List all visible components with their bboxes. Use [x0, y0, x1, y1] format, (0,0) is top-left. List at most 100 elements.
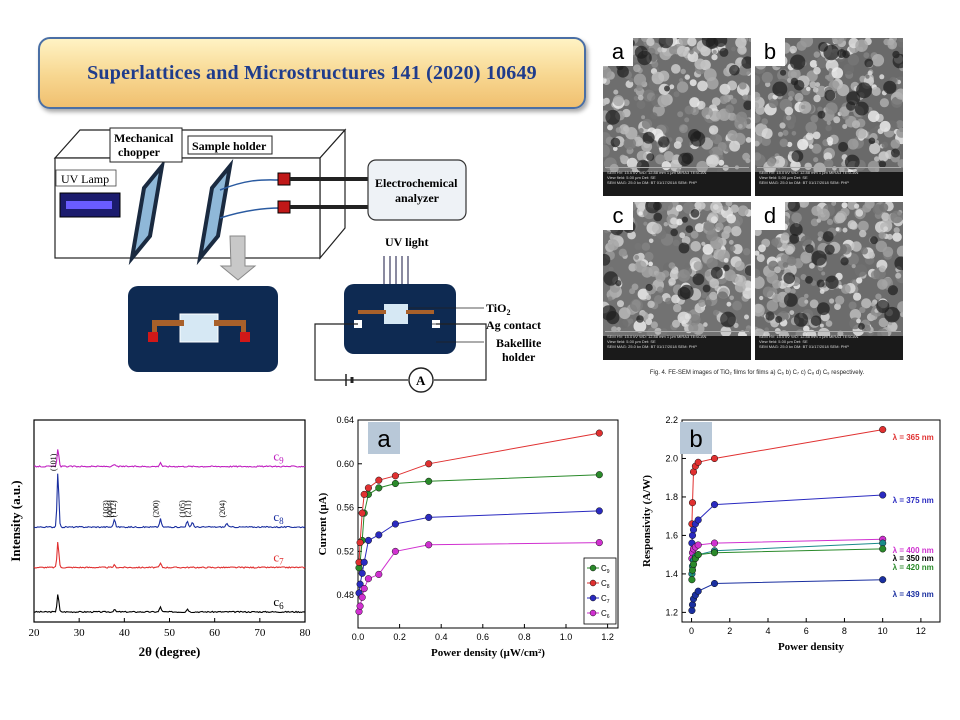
xrd-peak-annotation: (103) [101, 500, 110, 518]
cur-data-point [595, 539, 603, 547]
xrd-series-label: c6 [273, 594, 284, 611]
cur-data-point [364, 575, 372, 583]
resp-ytick-label: 1.6 [665, 530, 678, 540]
cur-data-point [356, 539, 364, 547]
connector-lower [277, 200, 291, 214]
sample-holder-label: Sample holder [192, 139, 267, 153]
ag-contact-left [152, 320, 184, 326]
resp-data-point [688, 499, 697, 507]
cur-ylabel: Current (µA) [318, 492, 329, 555]
uv-lamp-label-box [55, 169, 117, 187]
resp-series-label: λ = 375 nm [893, 496, 934, 505]
current-legend-marker [589, 609, 597, 617]
resp-series-line [691, 494, 883, 544]
cur-data-point [425, 460, 433, 468]
resp-plot-frame [681, 419, 941, 623]
mechanical-chopper [128, 158, 166, 266]
setup-schematic: UV Lamp Mechanical chopper Sample holder… [53, 127, 542, 393]
cur-xtick-label: 0.0 [352, 632, 365, 642]
resp-data-point [694, 458, 702, 466]
cur-data-point [360, 585, 368, 593]
resp-xtick-label: 2 [727, 626, 732, 636]
sem-scalebar-b: SEM HV: 15.0 kV WD: 12.88 mm 1 µm MIRA3 … [757, 167, 901, 194]
resp-data-point [879, 491, 887, 499]
resp-data-point [710, 501, 719, 509]
cur-data-point [425, 477, 433, 485]
current-legend-label: C7 [601, 594, 610, 605]
sem-image-b: b SEM HV: 15.0 kV WD: 12.88 mm 1 µm MIRA… [755, 38, 903, 196]
xrd-tick-label: 40 [119, 627, 131, 639]
cur-xlabel: Power density (µW/cm²) [431, 647, 545, 659]
sem-label-b: b [755, 38, 785, 66]
cur-data-point [356, 580, 364, 588]
resp-data-point [688, 576, 696, 584]
circuit-wire-left [314, 323, 358, 381]
xrd-series-line [33, 594, 306, 614]
resp-series-line [691, 542, 883, 574]
xrd-peak-annotation: (204) [218, 500, 227, 518]
ag-contact-label: Ag contact [486, 318, 541, 332]
cur-ytick-label: 0.56 [336, 503, 354, 513]
ammeter [408, 367, 434, 393]
resp-xtick-label: 8 [842, 626, 847, 636]
current-legend-label: C6 [601, 609, 610, 620]
sem-label-a: a [603, 38, 633, 66]
resp-series-label: λ = 439 nm [893, 590, 934, 599]
resp-data-point [710, 549, 719, 557]
resp-xtick-label: 0 [689, 626, 694, 636]
uv-light-label: UV light [385, 235, 428, 249]
resp-data-point [710, 579, 719, 588]
cur-xtick-label: 0.8 [518, 632, 531, 642]
sem-image-d: d SEM HV: 15.0 kV WD: 12.88 mm 1 µm MIRA… [755, 202, 903, 360]
resp-data-point [710, 539, 719, 547]
cur-xtick-label: 0.2 [393, 632, 406, 642]
cur-data-point [595, 471, 603, 479]
cur-data-point [356, 602, 364, 610]
ag-contact-left-leg [152, 320, 157, 336]
cur-data-point [595, 429, 603, 437]
resp-data-point [688, 566, 697, 574]
current-legend-marker [589, 564, 597, 572]
wire-upper [219, 179, 281, 191]
xrd-series-line [33, 541, 306, 569]
cur-panel-label-box [368, 422, 400, 454]
cur-ytick-label: 0.64 [336, 415, 354, 425]
cur-data-point [358, 569, 366, 577]
ammeter-label: A [416, 373, 426, 388]
cur-ytick-label: 0.60 [336, 459, 354, 469]
battery-icon [345, 374, 354, 386]
cur-data-point [375, 484, 383, 492]
analyzer-label-2: analyzer [395, 191, 440, 205]
sem-label-d: d [755, 202, 785, 230]
xrd-peak-annotation: (004) [105, 500, 114, 518]
current-legend-label: C9 [601, 564, 610, 575]
xrd-tick-label: 70 [254, 627, 266, 639]
resp-xtick-label: 10 [878, 626, 888, 636]
resp-series-line [691, 429, 883, 524]
resp-data-point [694, 541, 702, 549]
resp-series-label: λ = 350 nm [893, 554, 934, 563]
cur-ytick-label: 0.52 [336, 546, 354, 556]
cur-data-point [364, 536, 372, 544]
xrd-tick-label: 60 [209, 627, 221, 639]
uv-lamp-glow [66, 201, 112, 209]
sem-figure-caption: Fig. 4. FE-SEM images of TiO₂ films for … [649, 370, 865, 376]
resp-xlabel: Power density [778, 641, 845, 653]
resp-series-label: λ = 400 nm [893, 546, 934, 555]
xrd-peak-annotation: (200) [151, 500, 160, 518]
cur-plot-frame [357, 419, 619, 629]
sem-scalebar-d: SEM HV: 15.0 kV WD: 12.88 mm 1 µm MIRA3 … [757, 331, 901, 358]
circuit-ag-right [406, 310, 434, 314]
circuit-ag-left [358, 310, 386, 314]
xrd-tick-label: 50 [164, 627, 176, 639]
resp-data-point [688, 601, 697, 609]
cur-xtick-label: 1.2 [601, 632, 614, 642]
resp-data-point [694, 587, 702, 595]
resp-xtick-label: 12 [916, 626, 926, 636]
xrd-plot-frame [33, 419, 306, 623]
cur-ytick-label: 0.48 [336, 590, 354, 600]
xrd-peak-annotation: (105) [178, 500, 187, 518]
cur-data-point [364, 484, 372, 492]
